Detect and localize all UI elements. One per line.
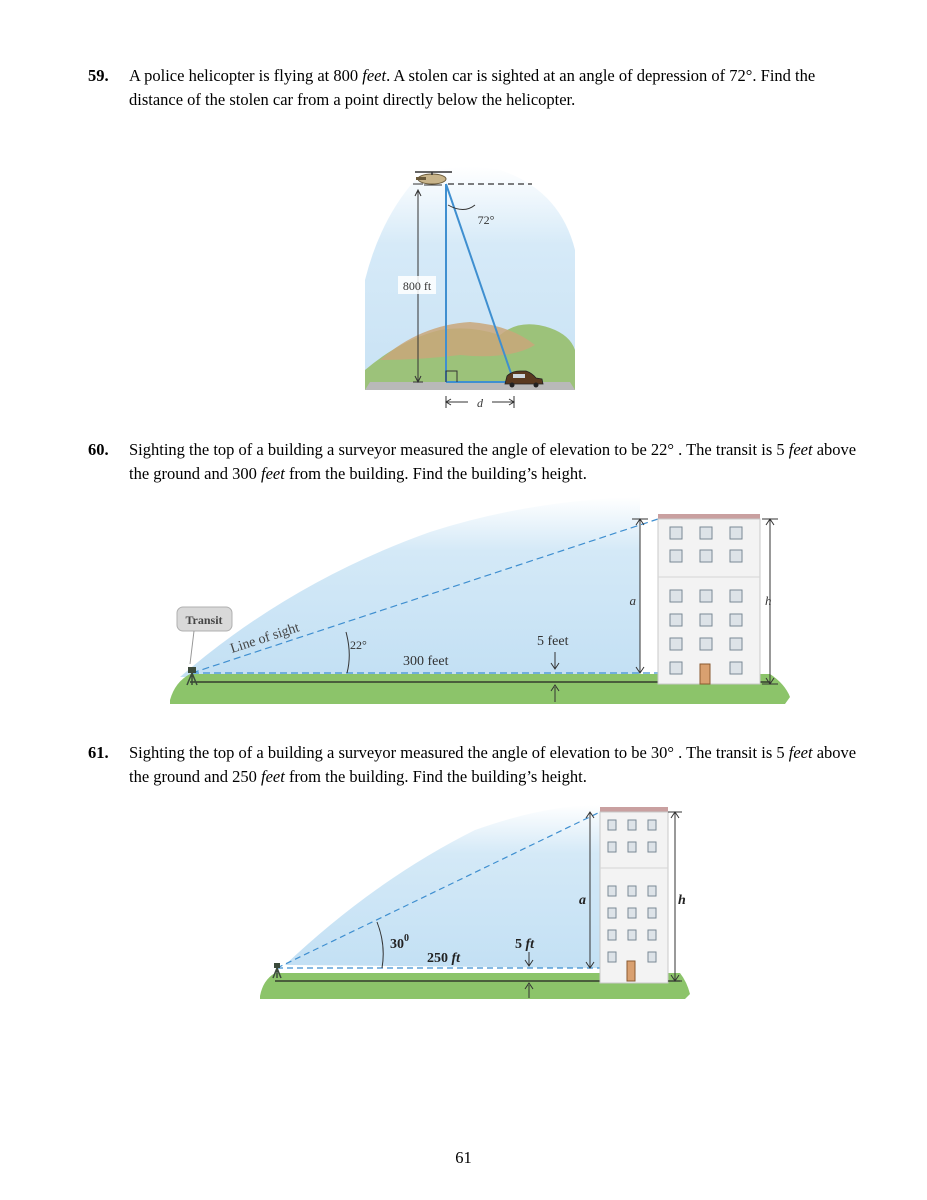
transit-callout bbox=[176, 606, 233, 632]
distance-label: d bbox=[477, 396, 484, 410]
building-diagram-61: 300 250 ft 5 ft a h bbox=[260, 805, 690, 999]
right-angle-marker bbox=[445, 370, 458, 382]
problem-61: 61. Sighting the top of a building a sur… bbox=[88, 741, 868, 789]
angle-arc bbox=[376, 921, 384, 969]
offset-label: 5 feet bbox=[537, 634, 569, 649]
distance-arrow bbox=[445, 398, 515, 406]
angle-label: 300 bbox=[390, 933, 409, 952]
a-label: a bbox=[630, 593, 637, 608]
problem-text: Sighting the top of a building a surveyo… bbox=[129, 743, 857, 786]
building-icon bbox=[599, 807, 669, 984]
problem-number: 60. bbox=[88, 440, 109, 459]
angle-arc bbox=[345, 631, 350, 674]
transit-icon bbox=[186, 667, 198, 686]
problem-59: 59. A police helicopter is flying at 800… bbox=[88, 64, 868, 112]
height-label: 800 ft bbox=[403, 279, 432, 293]
ground bbox=[365, 382, 575, 390]
problem-number: 59. bbox=[88, 66, 109, 85]
offset-label: 5 ft bbox=[515, 937, 535, 952]
problem-60: 60. Sighting the top of a building a sur… bbox=[88, 438, 868, 486]
transit-label: Transit bbox=[185, 613, 222, 627]
helicopter-icon bbox=[415, 171, 452, 186]
h-label: h bbox=[678, 893, 686, 908]
angle-arc bbox=[447, 204, 476, 210]
angle-label: 72° bbox=[478, 213, 495, 227]
line-of-sight bbox=[445, 183, 515, 383]
problem-text: Sighting the top of a building a surveyo… bbox=[129, 440, 857, 483]
car-icon bbox=[504, 370, 544, 388]
sky-background bbox=[285, 805, 600, 968]
page-number: 61 bbox=[455, 1148, 472, 1167]
a-label: a bbox=[579, 893, 586, 908]
ground bbox=[260, 973, 690, 999]
line-of-sight bbox=[191, 518, 659, 674]
problem-number: 61. bbox=[88, 743, 109, 762]
transit-icon bbox=[272, 963, 282, 979]
building-diagram-60: Transit Line of sight 22° 300 feet 5 fee… bbox=[170, 497, 790, 704]
problem-text: A police helicopter is flying at 800 fee… bbox=[129, 66, 816, 109]
distance-label: 250 ft bbox=[427, 951, 461, 966]
h-label: h bbox=[765, 593, 772, 608]
distance-label: 300 feet bbox=[403, 654, 449, 669]
sky-background bbox=[180, 497, 640, 677]
building-icon bbox=[657, 514, 761, 685]
helicopter-diagram: 800 ft 72° d bbox=[365, 166, 575, 410]
angle-label: 22° bbox=[350, 638, 367, 652]
